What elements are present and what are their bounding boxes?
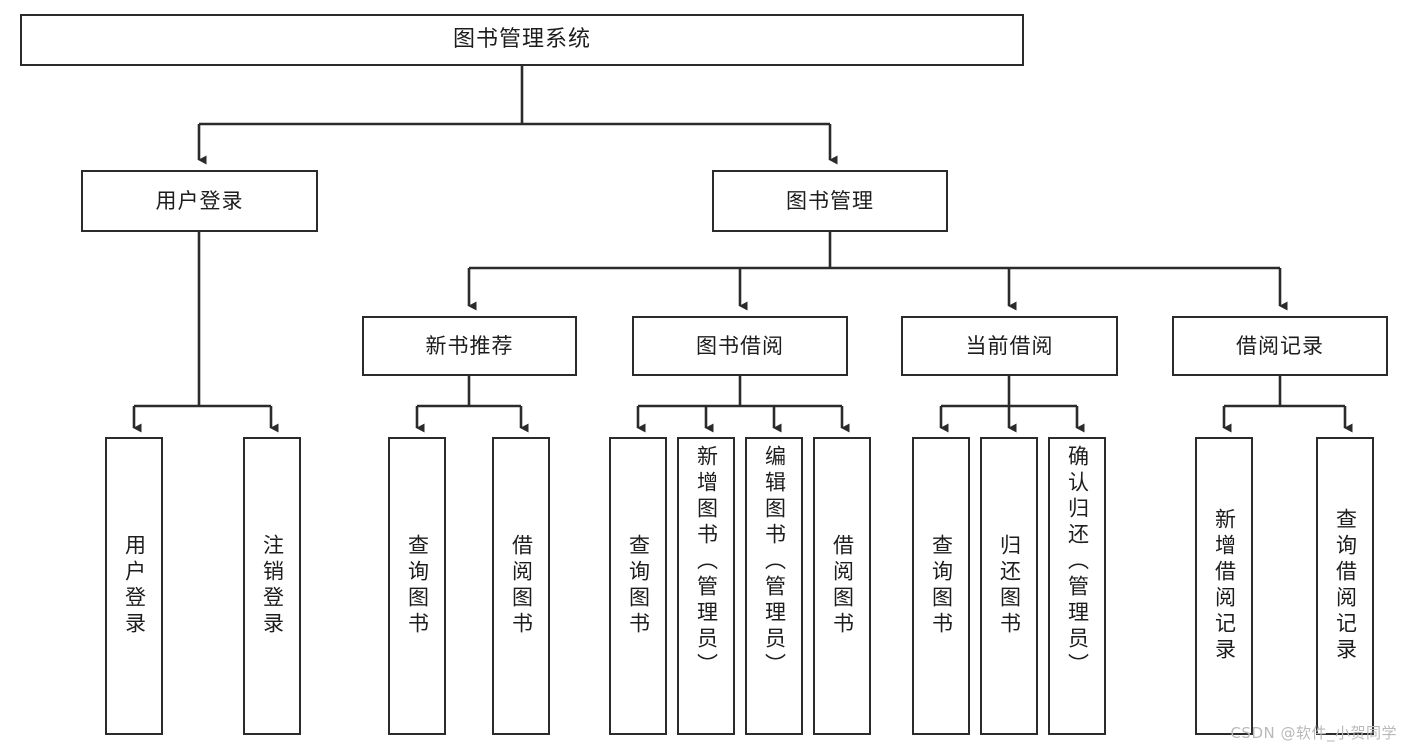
node-label: 当前借阅: [965, 333, 1054, 358]
node-label: 查询图书: [929, 534, 954, 638]
leaf-query-book-current[interactable]: 查询图书: [912, 437, 970, 735]
node-label: 新增图书（管理员）: [694, 445, 719, 679]
node-label: 图书管理系统: [452, 27, 591, 53]
leaf-query-borrow-record[interactable]: 查询借阅记录: [1316, 437, 1374, 735]
node-label: 借阅图书: [830, 534, 855, 638]
leaf-confirm-return-admin[interactable]: 确认归还（管理员）: [1048, 437, 1106, 735]
node-label: 查询图书: [405, 534, 430, 638]
leaf-borrow-book-recommend[interactable]: 借阅图书: [492, 437, 550, 735]
leaf-borrow-book[interactable]: 借阅图书: [813, 437, 871, 735]
node-label: 借阅图书: [509, 534, 534, 638]
node-user-login[interactable]: 用户登录: [81, 170, 318, 232]
node-book-management[interactable]: 图书管理: [712, 170, 948, 232]
node-book-borrow[interactable]: 图书借阅: [632, 316, 848, 376]
node-label: 编辑图书（管理员）: [762, 445, 787, 679]
leaf-edit-book-admin[interactable]: 编辑图书（管理员）: [745, 437, 803, 735]
node-label: 图书借阅: [696, 333, 784, 358]
node-current-borrow[interactable]: 当前借阅: [901, 316, 1118, 376]
node-borrow-record[interactable]: 借阅记录: [1172, 316, 1388, 376]
node-label: 查询借阅记录: [1333, 508, 1358, 664]
node-label: 归还图书: [997, 534, 1022, 638]
node-label: 借阅记录: [1236, 333, 1324, 358]
node-label: 确认归还（管理员）: [1065, 445, 1090, 679]
node-label: 新增借阅记录: [1212, 508, 1237, 664]
leaf-add-book-admin[interactable]: 新增图书（管理员）: [677, 437, 735, 735]
leaf-logout-login[interactable]: 注销登录: [243, 437, 301, 735]
leaf-query-book-recommend[interactable]: 查询图书: [388, 437, 446, 735]
node-label: 查询图书: [626, 534, 651, 638]
node-label: 用户登录: [155, 188, 244, 213]
leaf-return-book[interactable]: 归还图书: [980, 437, 1038, 735]
node-label: 注销登录: [260, 534, 285, 638]
node-new-book-recommend[interactable]: 新书推荐: [362, 316, 577, 376]
node-label: 用户登录: [122, 534, 147, 638]
leaf-add-borrow-record[interactable]: 新增借阅记录: [1195, 437, 1253, 735]
node-label: 新书推荐: [425, 333, 514, 358]
node-label: 图书管理: [786, 188, 874, 213]
leaf-query-book-borrow[interactable]: 查询图书: [609, 437, 667, 735]
leaf-user-login[interactable]: 用户登录: [105, 437, 163, 735]
node-root-system[interactable]: 图书管理系统: [20, 14, 1024, 66]
